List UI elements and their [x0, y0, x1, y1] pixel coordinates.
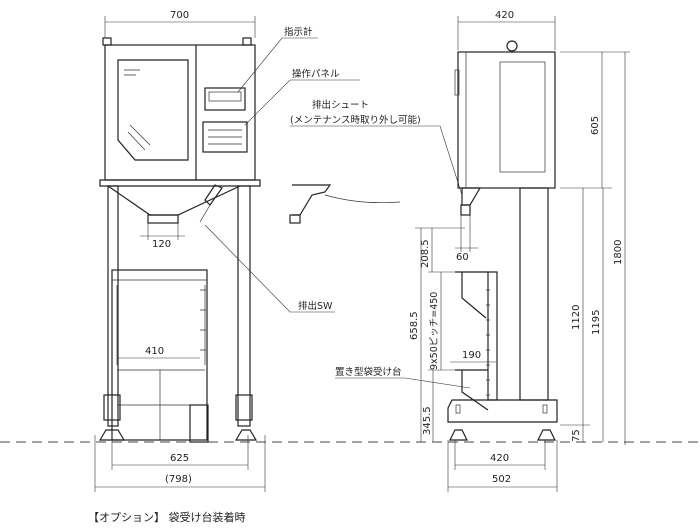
bag-stand-front	[111, 269, 208, 441]
dim-upper-height: 605	[590, 116, 601, 135]
label-indicator: 指示計	[284, 26, 313, 38]
pole	[519, 187, 549, 401]
discharge-switch	[204, 184, 223, 206]
dim-leg-pitch: 625	[170, 453, 189, 464]
side-base	[447, 399, 558, 423]
dim-base-inner: 420	[490, 453, 509, 464]
side-housing	[457, 51, 556, 189]
dim-shelf: 190	[462, 350, 481, 361]
label-bag-stand: 置き型袋受け台	[335, 366, 402, 378]
dim-total-height: 1800	[613, 240, 624, 265]
dim-foot: 75	[571, 429, 582, 442]
front-window	[117, 59, 189, 161]
dim-chute-depth: 60	[456, 252, 469, 263]
label-discharge-chute: 排出シュート	[312, 99, 369, 111]
side-view: 420 605 1800 1120 1195 75 658.5 208.5 9x…	[409, 10, 630, 492]
dim-345: 345.5	[422, 406, 433, 435]
dim-1195: 1195	[591, 310, 602, 335]
dim-front-width: 700	[170, 10, 189, 21]
top-knob	[506, 40, 518, 52]
control-panel	[202, 121, 248, 153]
dim-pitch: 9x50ピッチ=450	[429, 292, 440, 370]
dim-658: 658.5	[409, 311, 420, 340]
caption: 【オプション】 袋受け台装着時	[88, 510, 246, 524]
label-chute-note: (メンテナンス時取り外し可能)	[290, 114, 421, 126]
indicator-display	[204, 87, 246, 111]
removed-chute	[289, 184, 401, 224]
dim-side-width: 420	[495, 10, 514, 21]
dim-bag-width: 410	[145, 346, 164, 357]
dim-1120: 1120	[571, 305, 582, 330]
dim-base-outer: 502	[492, 474, 511, 485]
label-control-panel: 操作パネル	[292, 68, 340, 80]
dim-chute-width: 120	[152, 239, 171, 250]
front-view: 700 120 410 625 (798) 指示計 操作パネル 排出SW	[94, 10, 360, 492]
label-discharge-switch: 排出SW	[298, 300, 333, 312]
dim-overall-width: (798)	[165, 474, 192, 485]
dim-208: 208.5	[420, 239, 431, 268]
